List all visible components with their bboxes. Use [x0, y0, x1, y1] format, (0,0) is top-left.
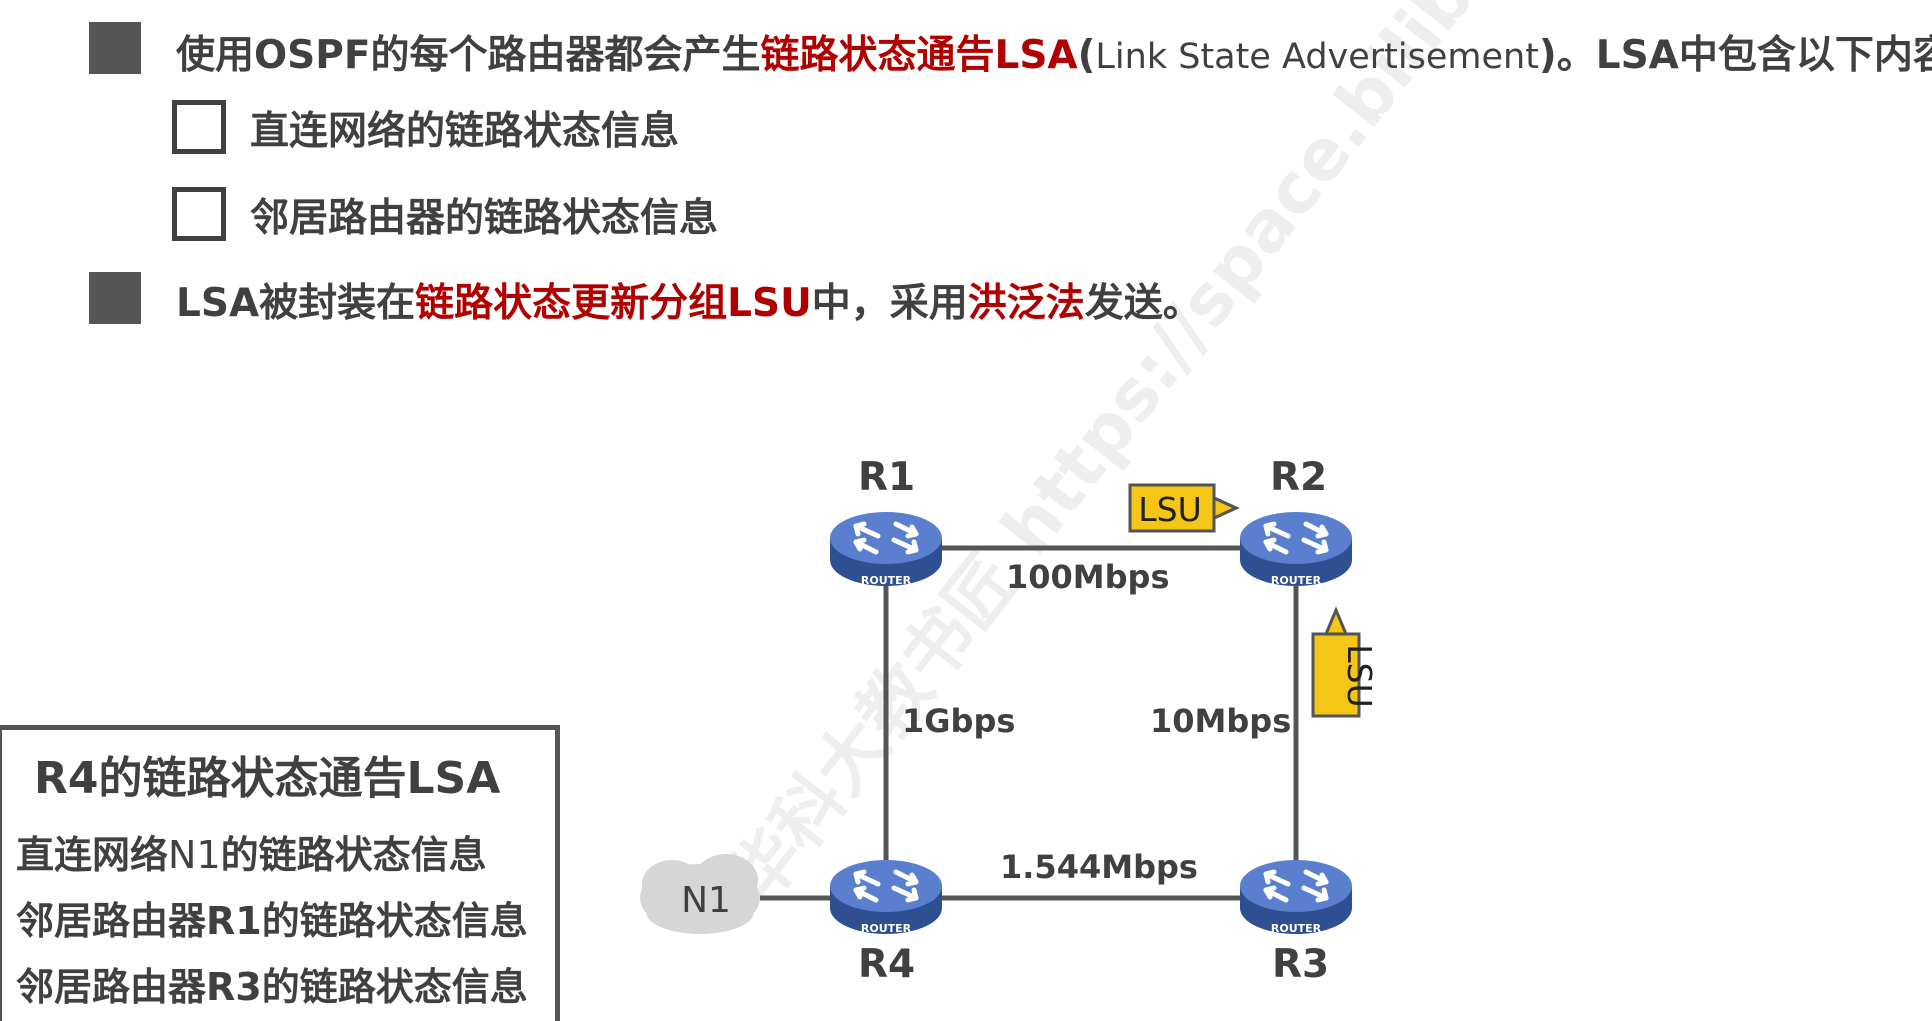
- router-r1-label: R1: [858, 455, 916, 500]
- lsa-box-title: R4的链路状态通告LSA: [34, 753, 501, 804]
- lsu-packet-vertical-label: LSU: [1340, 644, 1379, 708]
- lsa-row-1-thin: N1: [168, 833, 221, 877]
- router-r2-label: R2: [1270, 455, 1328, 500]
- router-r3-label: R3: [1272, 942, 1330, 987]
- b2-red1: 链路状态更新分组LSU: [415, 281, 812, 326]
- sub-bullet-square-icon: [172, 100, 226, 154]
- b2-part1: LSA被封装在: [176, 281, 416, 326]
- lsa-row-1-b: 的链路状态信息: [220, 833, 487, 877]
- router-r4-icon-text: ROUTER: [861, 922, 912, 935]
- lsu-packet-horizontal: [1128, 483, 1240, 533]
- bullet-square-icon: [89, 272, 141, 324]
- sub-bullet-square-icon: [172, 187, 226, 241]
- b1-part2: (: [1077, 33, 1096, 78]
- cloud-icon: [640, 854, 760, 934]
- b2-red2: 洪泛法: [967, 281, 1085, 326]
- lsa-info-box: [0, 725, 560, 1021]
- link-r1-r4-label: 1Gbps: [902, 702, 1016, 740]
- bullet-1-text: 使用OSPF的每个路由器都会产生链路状态通告LSA(Link State Adv…: [176, 24, 1932, 80]
- link-r1-r2-label: 100Mbps: [1006, 558, 1170, 596]
- b1-red: 链路状态通告LSA: [760, 33, 1078, 78]
- router-r4-label: R4: [858, 942, 916, 987]
- bullet-square-icon: [89, 22, 141, 74]
- bullet-2-text: LSA被封装在链路状态更新分组LSU中，采用洪泛法发送。: [176, 272, 1202, 328]
- router-r1-icon-text: ROUTER: [861, 574, 912, 587]
- sub-bullet-1-text: 直连网络的链路状态信息: [250, 109, 680, 154]
- router-r3-icon-text: ROUTER: [1271, 922, 1322, 935]
- lsu-packet-vertical: [1311, 606, 1361, 718]
- lsa-row-1: 直连网络N1的链路状态信息: [16, 824, 487, 879]
- b1-thin: Link State Advertisement: [1095, 37, 1539, 77]
- b2-part3: 发送。: [1084, 281, 1202, 326]
- lsu-packet-horizontal-label: LSU: [1138, 490, 1202, 529]
- link-r2-r3-label: 10Mbps: [1150, 702, 1292, 740]
- b1-part1: 使用OSPF的每个路由器都会产生: [176, 33, 761, 78]
- network-n1-label: N1: [681, 880, 731, 921]
- sub-bullet-2-text: 邻居路由器的链路状态信息: [250, 196, 719, 241]
- lsa-row-3: 邻居路由器R3的链路状态信息: [16, 965, 528, 1009]
- router-r2-icon-text: ROUTER: [1271, 574, 1322, 587]
- b2-part2: 中，采用: [811, 281, 968, 326]
- lsa-row-1-a: 直连网络: [16, 833, 169, 877]
- link-r4-r3-label: 1.544Mbps: [1000, 848, 1198, 886]
- lsa-row-2: 邻居路由器R1的链路状态信息: [16, 899, 528, 943]
- b1-part3: )。LSA中包含以下内容：: [1538, 33, 1932, 78]
